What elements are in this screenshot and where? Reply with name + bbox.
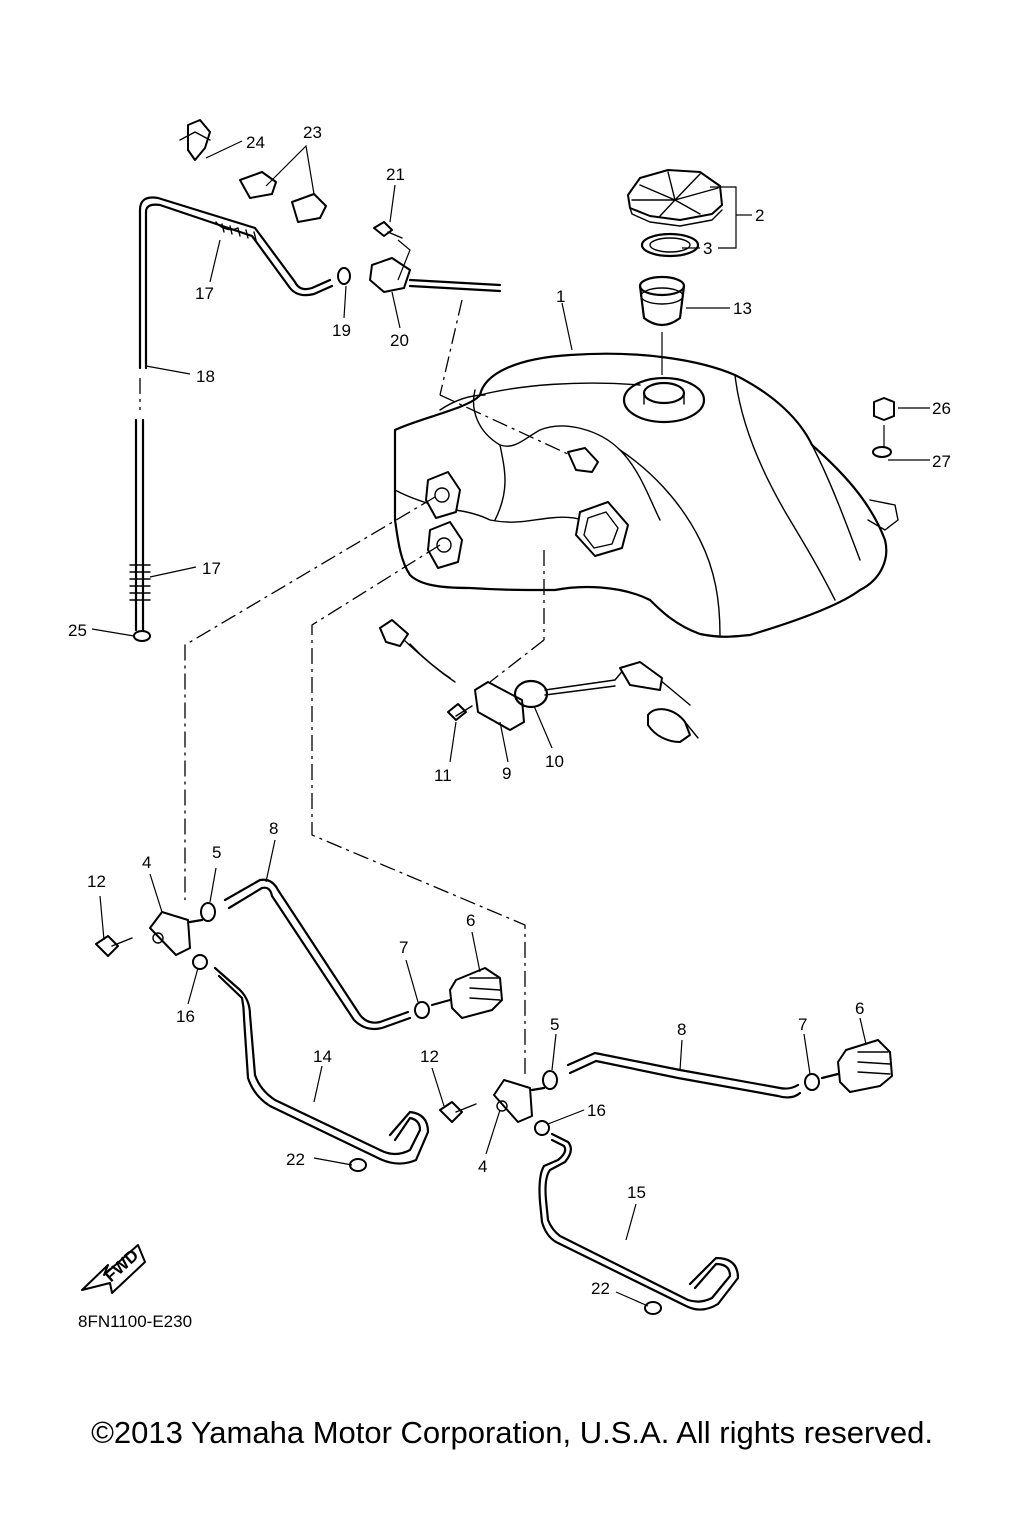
callout-13: 13 bbox=[733, 299, 752, 318]
callout-16a: 16 bbox=[176, 1007, 195, 1026]
hose-clips-23 bbox=[239, 171, 327, 223]
callout-2: 2 bbox=[755, 206, 764, 225]
callout-1: 1 bbox=[556, 287, 565, 306]
callout-6b: 6 bbox=[855, 999, 864, 1018]
callout-16b: 16 bbox=[587, 1101, 606, 1120]
callout-10: 10 bbox=[545, 752, 564, 771]
breather-hose-lower bbox=[129, 418, 151, 632]
callout-numbers: 1 2 3 13 26 27 24 23 21 17 19 20 18 17 2… bbox=[68, 123, 951, 1298]
callout-7a: 7 bbox=[399, 938, 408, 957]
fuel-sender-unit bbox=[379, 619, 699, 743]
fuel-hose-15 bbox=[538, 1132, 740, 1311]
callout-4a: 4 bbox=[142, 853, 151, 872]
callout-22a: 22 bbox=[286, 1150, 305, 1169]
clamp-7-left bbox=[414, 1001, 430, 1019]
sender-screw bbox=[447, 703, 473, 721]
callout-8b: 8 bbox=[677, 1020, 686, 1039]
callout-27: 27 bbox=[932, 452, 951, 471]
clamp-16-left bbox=[192, 954, 208, 970]
filler-strainer bbox=[638, 275, 686, 327]
fuel-filter-6-right bbox=[820, 1039, 893, 1093]
fwd-arrow-icon: FWD bbox=[81, 1244, 146, 1294]
callout-8a: 8 bbox=[269, 819, 278, 838]
callout-19: 19 bbox=[332, 321, 351, 340]
breather-clamp-25 bbox=[133, 630, 151, 642]
washer-27 bbox=[872, 446, 892, 458]
callout-5a: 5 bbox=[212, 843, 221, 862]
bolt-12-left bbox=[95, 935, 133, 957]
clamp-7-right bbox=[804, 1073, 820, 1091]
callout-5b: 5 bbox=[550, 1015, 559, 1034]
leader-lines bbox=[91, 140, 930, 1307]
callout-26: 26 bbox=[932, 399, 951, 418]
diagram-code: 8FN1100-E230 bbox=[78, 1312, 192, 1331]
fuel-cap bbox=[627, 169, 723, 227]
callout-25: 25 bbox=[68, 621, 87, 640]
callout-22b: 22 bbox=[591, 1279, 610, 1298]
hose-clip-24 bbox=[179, 119, 211, 161]
cap-gasket bbox=[640, 232, 700, 258]
fuel-tank bbox=[393, 352, 899, 638]
callout-17b: 17 bbox=[202, 559, 221, 578]
callout-11: 11 bbox=[434, 766, 452, 785]
hose-joint-19 bbox=[337, 267, 351, 285]
callout-7b: 7 bbox=[798, 1015, 807, 1034]
hose-joint-5-right bbox=[542, 1070, 558, 1090]
callout-20: 20 bbox=[390, 331, 409, 350]
callout-17a: 17 bbox=[195, 284, 214, 303]
callout-6a: 6 bbox=[466, 911, 475, 930]
fuel-cock-right bbox=[493, 1079, 546, 1123]
fuel-filter-6-left bbox=[430, 967, 503, 1019]
fuel-hose-14 bbox=[213, 966, 430, 1165]
clamp-22-right bbox=[644, 1301, 662, 1315]
callout-3: 3 bbox=[703, 239, 712, 258]
clamp-16-right bbox=[534, 1120, 550, 1136]
callout-4b: 4 bbox=[478, 1157, 487, 1176]
clamp-22-left bbox=[349, 1158, 367, 1172]
fuel-hose-8-right bbox=[566, 1051, 802, 1099]
callout-14: 14 bbox=[313, 1047, 332, 1066]
bolt-12-right bbox=[439, 1101, 477, 1123]
fuel-hose-8-left bbox=[223, 878, 412, 1031]
bolt-21 bbox=[373, 221, 403, 239]
callout-24: 24 bbox=[246, 133, 265, 152]
copyright-notice: ©2013 Yamaha Motor Corporation, U.S.A. A… bbox=[91, 1415, 933, 1450]
callout-15: 15 bbox=[627, 1183, 646, 1202]
fuel-cock-left bbox=[149, 911, 204, 956]
callout-9: 9 bbox=[502, 764, 511, 783]
callout-18: 18 bbox=[196, 367, 215, 386]
callout-23: 23 bbox=[303, 123, 322, 142]
callout-12a: 12 bbox=[87, 872, 106, 891]
callout-21: 21 bbox=[386, 165, 405, 184]
callout-12b: 12 bbox=[420, 1047, 439, 1066]
nut-26 bbox=[873, 397, 895, 421]
check-valve-20 bbox=[369, 257, 502, 293]
breather-hose-upper bbox=[138, 196, 334, 370]
hose-joint-5-left bbox=[200, 902, 216, 922]
